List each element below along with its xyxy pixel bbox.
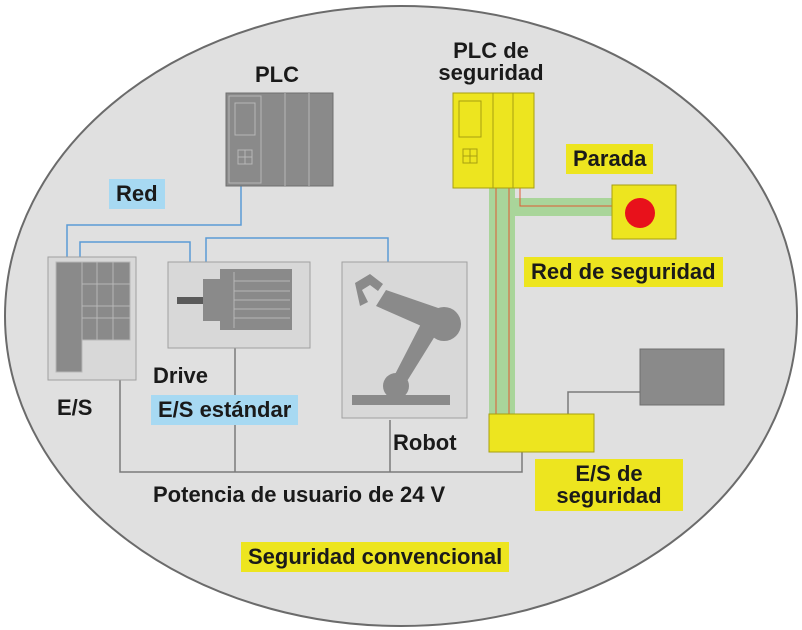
robot-arm-icon <box>341 261 468 419</box>
io-module-icon <box>47 256 137 381</box>
safety-io-tag: E/S de seguridad <box>535 459 683 511</box>
robot-label: Robot <box>393 430 457 455</box>
network-tag: Red <box>109 179 165 209</box>
user-power-label: Potencia de usuario de 24 V <box>153 482 446 507</box>
safety-network-tag: Red de seguridad <box>524 257 723 287</box>
stop-tag: Parada <box>566 144 654 174</box>
emergency-stop-icon <box>611 184 677 240</box>
standard-io-tag: E/S estándar <box>151 395 299 425</box>
power-wiring <box>119 348 640 473</box>
safety-device-icon <box>639 348 725 406</box>
safety-io-module <box>488 413 595 453</box>
safety-plc-label: PLC de seguridad <box>438 38 544 85</box>
safety-plc-icon <box>452 92 535 189</box>
drive-label: Drive <box>153 363 209 388</box>
conventional-safety-tag: Seguridad convencional <box>241 542 510 572</box>
plc-label: PLC <box>255 62 299 87</box>
io-label: E/S <box>57 395 93 420</box>
plc-icon <box>225 92 334 187</box>
standard-network-lines <box>66 186 389 262</box>
safety-network-link <box>489 188 614 416</box>
motor-icon <box>167 261 311 349</box>
